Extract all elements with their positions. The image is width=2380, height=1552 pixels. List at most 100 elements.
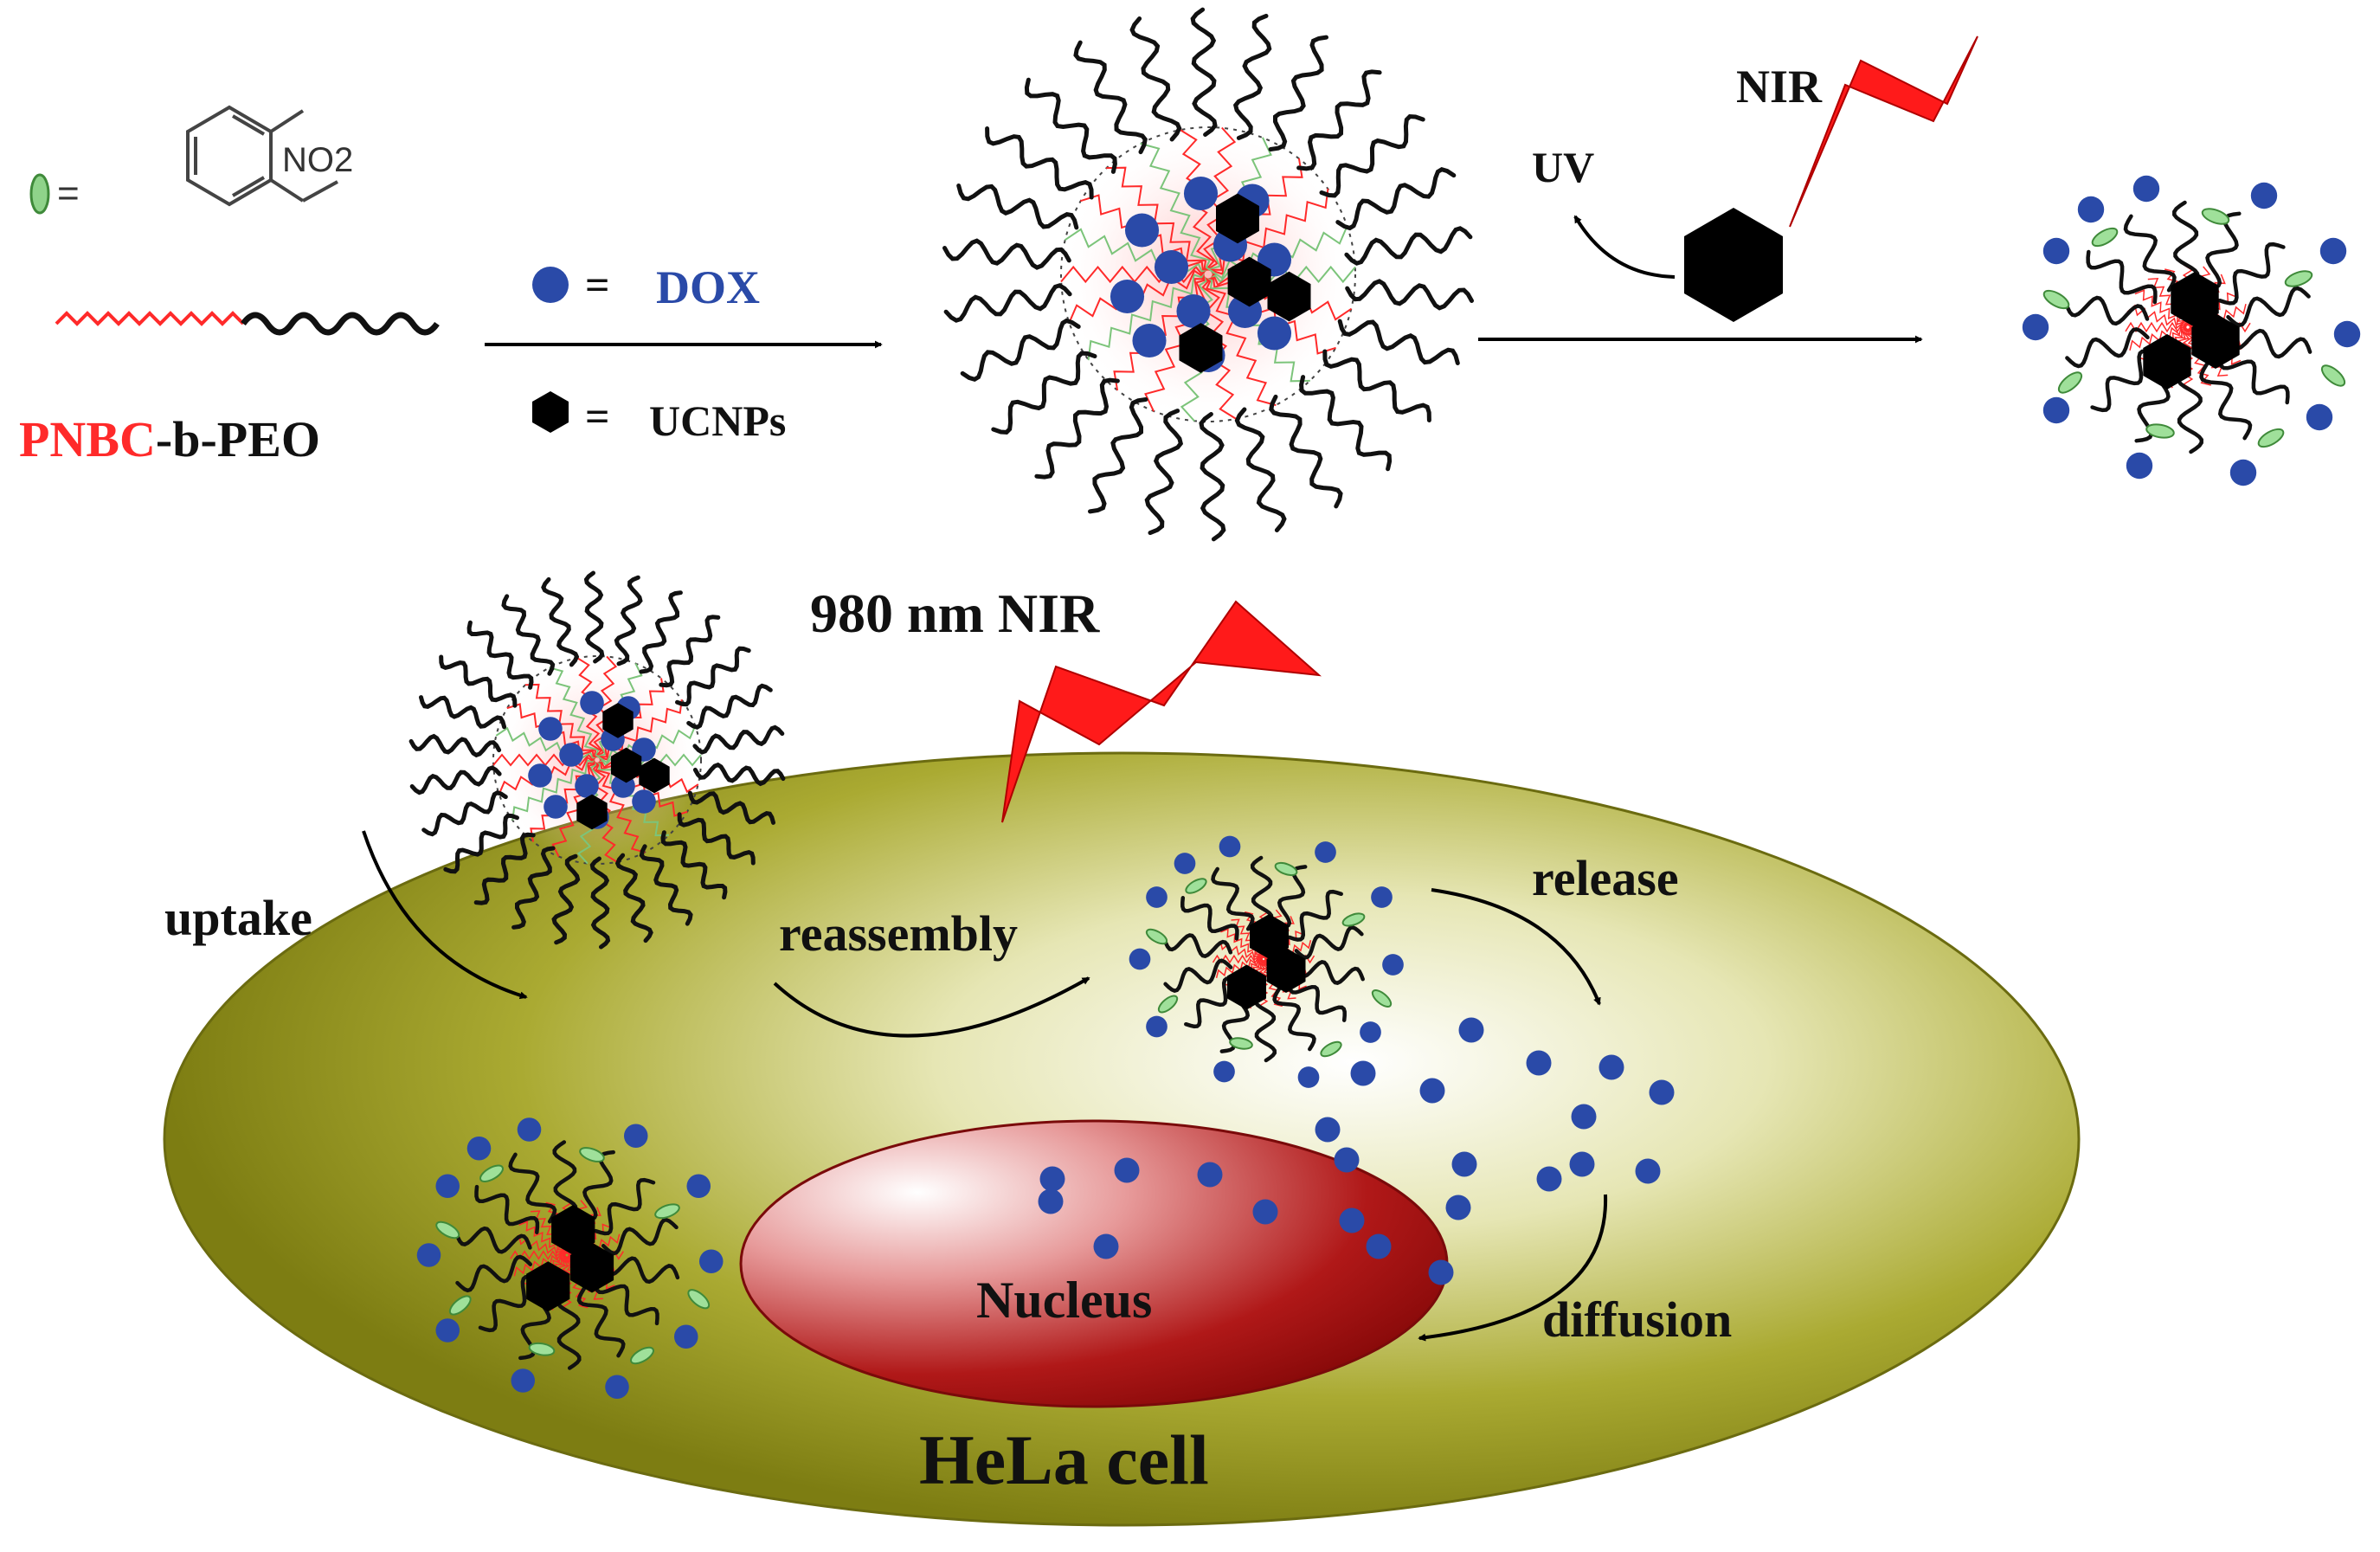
peo-corona-chain — [614, 853, 653, 943]
ucnp-particle — [1227, 256, 1271, 307]
dox-molecule — [605, 1375, 629, 1400]
peo-corona-chain — [1269, 394, 1343, 509]
dox-molecule — [435, 1318, 460, 1343]
pnbc-core-chain — [1213, 940, 1264, 963]
peo-corona-chain — [2063, 295, 2150, 326]
nitrobenzyl-fragment — [579, 1147, 605, 1162]
peo-corona-chain — [1287, 889, 1343, 942]
ucnp-particle — [526, 1261, 570, 1312]
dox-molecule — [559, 743, 583, 767]
nitrobenzyl-fragment — [2057, 371, 2083, 394]
nitrobenzyl-legend: = NO2 — [29, 105, 353, 215]
ucnp-particle — [2191, 313, 2240, 369]
peo-corona-chain — [991, 351, 1097, 435]
peo-corona-chain — [692, 762, 786, 787]
peo-corona-chain — [1129, 16, 1182, 142]
free-dox-molecule — [1114, 1157, 1140, 1183]
ucnp-particle — [2143, 334, 2191, 390]
disrupted-micelle-top — [2022, 175, 2361, 486]
free-dox-molecule — [1366, 1233, 1392, 1259]
peo-corona-chain — [1190, 7, 1218, 137]
dox-molecule — [2333, 320, 2361, 348]
dox-molecule — [1371, 886, 1393, 908]
polymer-name-label: PNBC-b-PEO — [19, 411, 320, 467]
ucnp-symbol — [532, 391, 569, 433]
dox-molecule — [580, 691, 604, 715]
dox-molecule — [1382, 954, 1404, 976]
free-dox-molecule — [1350, 1060, 1376, 1086]
peo-corona-chain — [614, 575, 643, 667]
dox-molecule — [1154, 249, 1189, 285]
peo-corona-chain — [1184, 976, 1240, 1029]
peo-corona-chain — [1322, 349, 1431, 422]
nitrobenzyl-fragment — [630, 1346, 654, 1365]
peo-corona-chain — [501, 594, 556, 676]
uv-label: UV — [1532, 143, 1594, 191]
peo-corona-chain — [1288, 977, 1347, 1022]
peo-corona-chain — [1319, 114, 1425, 198]
peo-corona-chain — [639, 844, 693, 926]
free-dox-molecule — [1451, 1151, 1477, 1177]
nitrobenzyl-fragment — [1229, 1037, 1253, 1050]
peo-corona-chain — [2172, 200, 2200, 288]
nitrobenzyl-fragment — [654, 1203, 680, 1220]
free-dox-layer — [1038, 1017, 1675, 1285]
laser-label: 980 nm NIR — [810, 583, 1100, 644]
free-dox-molecule — [1339, 1207, 1365, 1233]
dox-molecule — [1219, 835, 1241, 858]
peo-corona-chain — [2199, 362, 2253, 441]
loaded-micelle-uptake — [408, 570, 786, 950]
peo-corona-chain — [408, 733, 502, 758]
dox-molecule — [1297, 1066, 1320, 1088]
dox-molecule — [632, 789, 656, 814]
pnbc-b-peo-polymer-icon — [55, 311, 440, 336]
dox-label: DOX — [656, 261, 760, 313]
pnbc-zigzag-chain — [55, 311, 245, 326]
peo-corona-chain — [1034, 377, 1120, 480]
peo-corona-chain — [594, 1177, 656, 1236]
free-dox-molecule — [1458, 1017, 1484, 1043]
peo-corona-chain — [677, 812, 756, 866]
dox-legend: = DOX — [532, 261, 760, 313]
micelle-core-boundary — [1060, 126, 1356, 422]
peo-corona-chain — [473, 832, 536, 905]
peo-corona-chain — [1088, 397, 1148, 514]
dox-symbol — [532, 267, 569, 303]
dox-molecule — [1176, 293, 1211, 329]
nir-label: NIR — [1736, 61, 1823, 113]
peo-corona-chain — [508, 1152, 557, 1224]
peo-corona-chain — [1211, 866, 1255, 931]
peo-corona-chain — [2090, 349, 2158, 413]
peo-corona-chain — [2226, 286, 2311, 328]
free-dox-molecule — [1315, 1117, 1341, 1143]
pnbc-core-chain — [1205, 271, 1277, 407]
peo-corona-chain — [2176, 366, 2203, 454]
peo-corona-chain — [1232, 13, 1272, 140]
peo-corona-chain — [583, 570, 605, 664]
dox-molecule — [575, 774, 599, 798]
peo-corona-chain — [1199, 412, 1226, 542]
dox-molecule — [1213, 1060, 1235, 1083]
pnbc-core-chain — [1220, 928, 1264, 963]
pnbc-core-chain — [591, 758, 618, 863]
peo-corona-chain — [474, 1184, 540, 1234]
nitrobenzene-structure-icon — [186, 105, 338, 207]
free-dox-molecule — [1334, 1147, 1360, 1173]
dox-molecule — [517, 1117, 542, 1142]
peo-corona-chain — [453, 1226, 532, 1254]
peo-corona-chain — [660, 830, 728, 900]
micelle-core-boundary — [492, 655, 702, 865]
peo-corona-chain — [2226, 328, 2312, 359]
peo-corona-chain — [1162, 933, 1233, 959]
dox-molecule — [2042, 237, 2070, 265]
peo-corona-chain — [601, 1256, 680, 1285]
dox-molecule — [2042, 396, 2070, 424]
dox-molecule — [2319, 237, 2347, 265]
peo-corona-chain — [1024, 77, 1117, 174]
nir-lightning-icon — [1789, 35, 1978, 228]
pnbc-core-chain — [511, 1234, 567, 1259]
dox-molecule — [1132, 323, 1167, 358]
pnbc-core-chain — [511, 759, 601, 821]
pnbc-core-chain — [518, 1220, 567, 1259]
